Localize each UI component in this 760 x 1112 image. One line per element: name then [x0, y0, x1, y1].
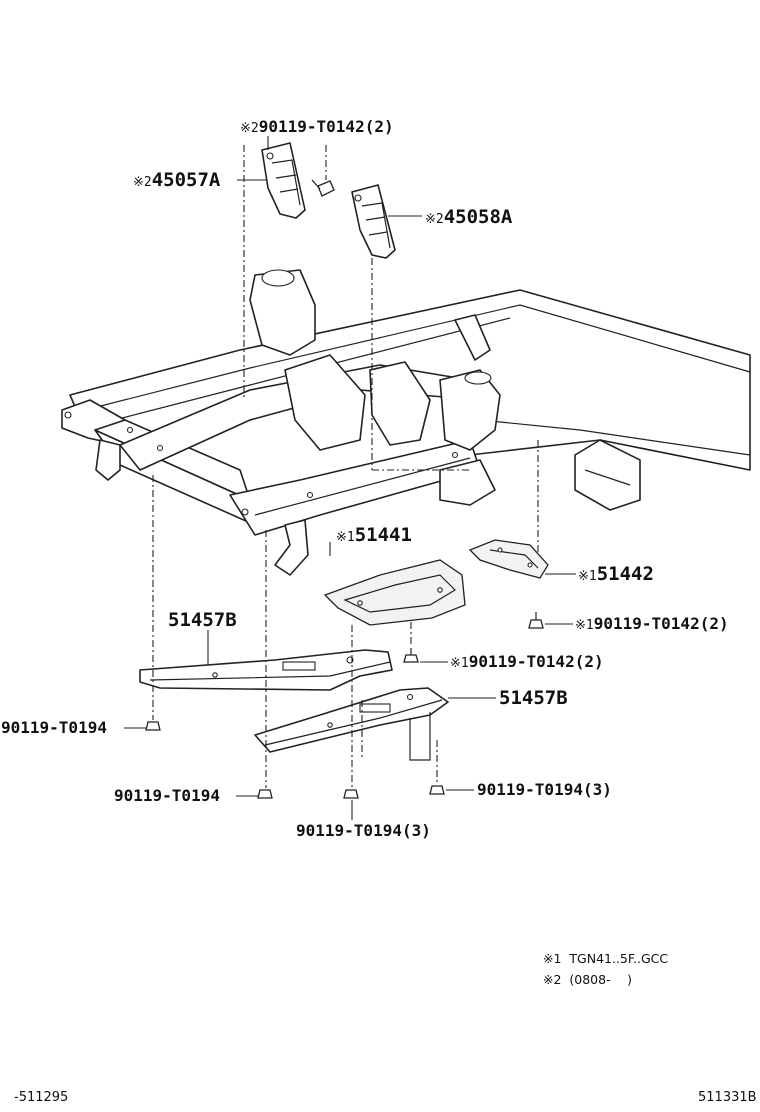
note-mark: ※1: [543, 951, 562, 966]
callout-part-number: 45058A: [443, 206, 513, 228]
callout-51457b-lower: 51457B: [499, 689, 568, 708]
callout-part-number: 51457B: [499, 687, 568, 709]
bolts: [145, 612, 544, 799]
callout-90119-t0142-right: ※190119-T0142(2): [575, 614, 729, 633]
callout-part-number: 90119-T0142: [258, 117, 365, 136]
bracket-45057a: [261, 142, 306, 219]
callout-part-number: 51441: [354, 524, 412, 546]
callout-part-number: 90119-T0142: [593, 614, 700, 633]
callout-prefix: ※2: [240, 121, 259, 136]
callout-51441: ※151441: [336, 526, 412, 545]
callout-90119-t0194-left: 90119-T0194: [1, 720, 107, 736]
note-mark: ※2: [543, 972, 562, 987]
callout-45058a: ※245058A: [425, 208, 512, 227]
callout-51457b-upper: 51457B: [168, 611, 237, 630]
callout-prefix: ※2: [425, 212, 444, 227]
note-1: ※1 TGN41..5F..GCC: [543, 951, 669, 966]
callout-prefix: ※1: [578, 569, 597, 584]
callout-prefix: ※1: [450, 656, 469, 671]
callout-part-number: 90119-T0194: [296, 821, 402, 840]
callout-part-number: 45057A: [151, 169, 221, 191]
callout-qty: (3): [582, 780, 612, 799]
note-2: ※2 (0808- ): [543, 972, 632, 987]
skid-plate-51441: [323, 559, 466, 626]
bracket-45058a: [351, 184, 396, 259]
vehicle-frame: [61, 269, 751, 576]
callout-45057a: ※245057A: [133, 171, 220, 190]
callout-90119-t0194-bottom: 90119-T0194(3): [296, 823, 431, 839]
note-text: TGN41..5F..GCC: [569, 951, 669, 966]
callout-90119-t0142-middle: ※190119-T0142(2): [450, 652, 604, 671]
callout-prefix: ※1: [575, 618, 594, 633]
callout-part-number: 51442: [596, 563, 654, 585]
callout-part-number: 90119-T0142: [468, 652, 575, 671]
footer-left-code: -511295: [14, 1090, 69, 1105]
bolt-top: [311, 179, 335, 197]
callout-prefix: ※1: [336, 530, 355, 545]
callout-prefix: ※2: [133, 175, 152, 190]
callout-qty: (2): [574, 652, 604, 671]
callout-part-number: 90119-T0194: [1, 718, 107, 737]
callout-qty: (2): [699, 614, 729, 633]
callout-part-number: 90119-T0194: [477, 780, 583, 799]
callout-90119-t0194-right: 90119-T0194(3): [477, 782, 612, 798]
callout-part-number: 90119-T0194: [114, 786, 220, 805]
leader-lines: [124, 136, 576, 820]
callout-part-number: 51457B: [168, 609, 237, 631]
callout-qty: (2): [364, 117, 394, 136]
note-text: (0808- ): [569, 972, 632, 987]
callout-90119-t0194-center-left: 90119-T0194: [114, 788, 220, 804]
footer-right-code: 511331B: [698, 1090, 757, 1105]
skid-plate-51442: [468, 539, 549, 579]
callout-51442: ※151442: [578, 565, 654, 584]
callout-90119-t0142-top: ※290119-T0142(2): [240, 117, 394, 136]
alignment-lines: [152, 145, 539, 788]
callout-qty: (3): [401, 821, 431, 840]
